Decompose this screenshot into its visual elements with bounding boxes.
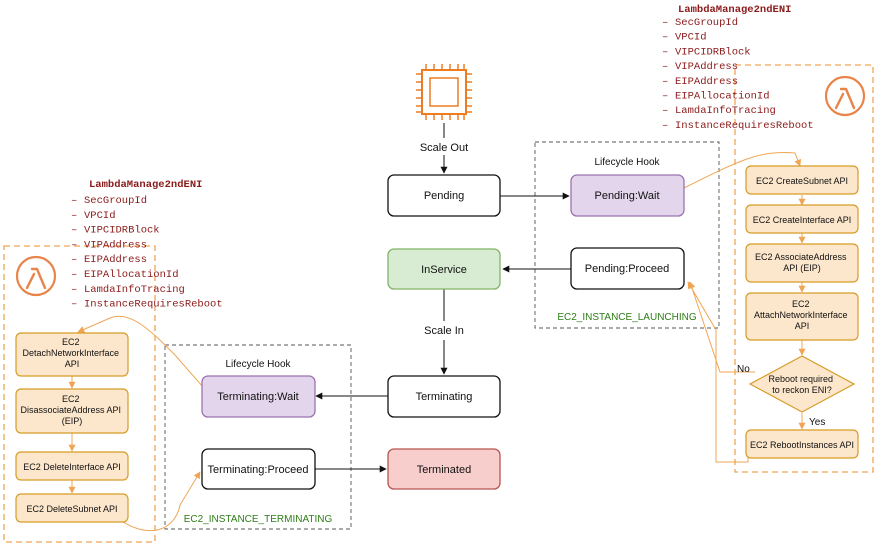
api-delete-interface-label: EC2 DeleteInterface API: [23, 462, 121, 472]
api-delete-subnet: [15, 493, 129, 523]
bullet-dash: –: [71, 269, 77, 281]
api-detach-network-interface: [15, 332, 129, 377]
terminating-wait-state: [201, 375, 316, 418]
api-create-interface-label: EC2 CreateInterface API: [753, 215, 852, 225]
lambda-param: VPCId: [84, 210, 116, 222]
pending-proceed-state: [570, 247, 685, 290]
api-disassociate-address-label: EC2 DisassociateAddress API (EIP): [20, 394, 123, 426]
lambda-param: LamdaInfoTracing: [675, 105, 776, 117]
terminate-hook-title: Lifecycle Hook: [225, 359, 291, 370]
lambda-param: SecGroupId: [84, 195, 147, 207]
terminated-state: [387, 448, 501, 490]
flow-line: [688, 281, 755, 373]
scale-in-label: Scale In: [424, 325, 464, 337]
inservice-state: [387, 248, 501, 290]
terminated-state-label: Terminated: [417, 464, 471, 476]
terminating-wait-label: Terminating:Wait: [217, 391, 299, 403]
terminate-lambda-params: LambdaManage2ndENI –SecGroupId–VPCId–VIP…: [71, 179, 223, 311]
reboot-decision-label: Reboot required to reckon ENI?: [768, 374, 835, 395]
terminate-lambda-name: LambdaManage2ndENI: [89, 179, 202, 191]
lambda-icon: [15, 255, 57, 297]
lambda-param: VPCId: [675, 32, 707, 44]
api-associate-address: [745, 243, 859, 283]
lambda-param: LamdaInfoTracing: [84, 284, 185, 296]
lambda-param: VIPCIDRBlock: [675, 46, 751, 58]
lambda-param: VIPAddress: [675, 61, 738, 73]
bullet-dash: –: [662, 46, 668, 58]
lambda-param: SecGroupId: [675, 17, 738, 29]
launch-hook-container: [534, 141, 720, 329]
lambda-param: InstanceRequiresReboot: [675, 120, 814, 132]
api-attach-network-interface: [745, 292, 859, 341]
scale-out-label: Scale Out: [420, 142, 468, 154]
bullet-dash: –: [71, 210, 77, 222]
api-delete-subnet-label: EC2 DeleteSubnet API: [26, 504, 117, 514]
bullet-dash: –: [71, 254, 77, 266]
api-detach-network-interface-label: EC2 DetachNetworkInterface API: [22, 337, 121, 369]
terminate-lambda-container: [3, 245, 156, 543]
launch-hook-title: Lifecycle Hook: [594, 157, 660, 168]
terminate-hook-event: EC2_INSTANCE_TERMINATING: [184, 514, 333, 525]
launch-lambda-container: [734, 64, 874, 473]
lambda-param: EIPAddress: [84, 254, 147, 266]
lambda-param: InstanceRequiresReboot: [84, 299, 223, 311]
lambda-icon: [824, 75, 866, 117]
api-reboot-instances: [745, 429, 859, 459]
launch-lambda-params: LambdaManage2ndENI –SecGroupId–VPCId–VIP…: [662, 4, 814, 132]
lambda-param: EIPAllocationId: [84, 269, 179, 281]
api-create-subnet-label: EC2 CreateSubnet API: [756, 176, 848, 186]
flow-line: [683, 152, 802, 189]
bullet-dash: –: [662, 17, 668, 29]
bullet-dash: –: [662, 91, 668, 103]
bullet-dash: –: [71, 284, 77, 296]
terminating-state-label: Terminating: [416, 391, 473, 403]
launch-hook-event: EC2_INSTANCE_LAUNCHING: [557, 312, 697, 323]
api-create-subnet: [745, 165, 859, 195]
pending-proceed-label: Pending:Proceed: [585, 263, 669, 275]
bullet-dash: –: [662, 120, 668, 132]
bullet-dash: –: [662, 32, 668, 44]
reboot-decision: [748, 355, 856, 413]
flow-line: [77, 315, 204, 388]
api-associate-address-label: EC2 AssociateAddress API (EIP): [755, 252, 849, 273]
pending-wait-state: [570, 174, 685, 217]
lambda-param: VIPAddress: [84, 239, 147, 251]
api-reboot-instances-label: EC2 RebootInstances API: [750, 440, 854, 450]
pending-wait-label: Pending:Wait: [594, 190, 659, 202]
decision-yes-label: Yes: [809, 417, 825, 428]
terminating-state: [387, 375, 501, 418]
bullet-dash: –: [71, 299, 77, 311]
bullet-dash: –: [662, 61, 668, 73]
decision-no-label: No: [737, 364, 750, 375]
lambda-param: EIPAllocationId: [675, 91, 770, 103]
terminate-hook-container: [164, 344, 352, 530]
launch-lambda-name: LambdaManage2ndENI: [678, 4, 791, 16]
bullet-dash: –: [662, 105, 668, 117]
api-attach-network-interface-label: EC2 AttachNetworkInterface API: [754, 299, 850, 331]
bullet-dash: –: [71, 239, 77, 251]
ec2-instance-chip-icon: [416, 64, 472, 120]
pending-state-label: Pending: [424, 190, 464, 202]
inservice-state-label: InService: [421, 264, 467, 276]
bullet-dash: –: [662, 76, 668, 88]
flow-line: [119, 471, 201, 532]
lambda-param: VIPCIDRBlock: [84, 225, 160, 237]
api-delete-interface: [15, 451, 129, 481]
pending-state: [387, 174, 501, 217]
terminating-proceed-label: Terminating:Proceed: [208, 464, 309, 476]
bullet-dash: –: [71, 225, 77, 237]
terminating-proceed-state: [201, 448, 316, 490]
api-create-interface: [745, 204, 859, 234]
api-disassociate-address: [15, 388, 129, 434]
lambda-param: EIPAddress: [675, 76, 738, 88]
bullet-dash: –: [71, 195, 77, 207]
